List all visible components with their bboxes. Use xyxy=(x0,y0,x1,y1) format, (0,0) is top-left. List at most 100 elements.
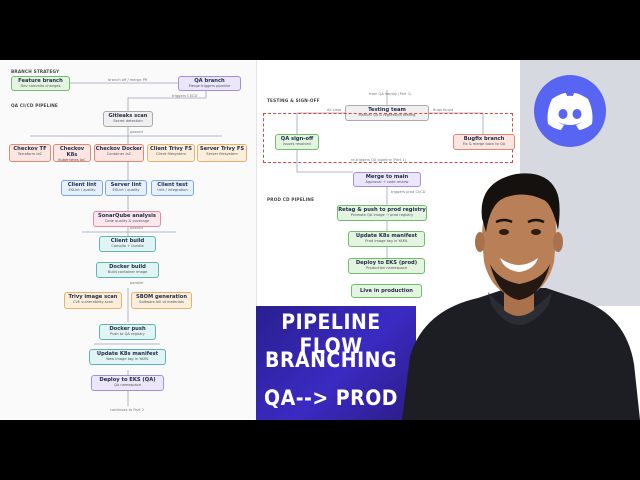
node-title: Update K8s manifest xyxy=(96,351,159,357)
node-title: Bugfix branch xyxy=(463,136,505,142)
banner-line-1: PIPELINE FLOW xyxy=(281,310,381,358)
node-sub: ESLint / quality xyxy=(68,188,96,192)
node-sub: Merge triggers pipeline xyxy=(188,84,231,88)
node-title: Retag & push to prod registry xyxy=(338,207,426,213)
section-qa-pipeline: QA CI/CD PIPELINE xyxy=(11,103,58,108)
node-sub: New image tag in YAML xyxy=(106,357,149,361)
retag-node: Retag & push to prod registry Promote QA… xyxy=(337,205,427,221)
docker-push-node: Docker push Push to QA registry xyxy=(99,324,156,340)
node-title: Checkov Docker xyxy=(95,146,143,152)
prod-pipeline-diagram: from QA deploy (Part 1) TESTING & SIGN-O… xyxy=(257,60,520,306)
node-sub: Prod image tag in YAML xyxy=(365,239,408,243)
node-sub: Container IaC xyxy=(106,152,132,156)
node-sub: Fix & merge back to QA xyxy=(462,142,506,146)
update-k8s-prod-node: Update K8s manifest Prod image tag in YA… xyxy=(348,231,425,247)
node-title: Deploy to EKS (prod) xyxy=(355,260,418,266)
node-title: Client lint xyxy=(67,182,97,188)
deploy-prod-node: Deploy to EKS (prod) Production namespac… xyxy=(348,258,425,274)
checkov-k8s-node: Checkov K8s Kubernetes IaC xyxy=(53,144,91,162)
from-qa-label: from QA deploy (Part 1) xyxy=(369,92,412,96)
edge-label-all-clear: All clear xyxy=(327,108,342,112)
node-title: Testing team xyxy=(368,107,406,113)
footer-continues: continues to Part 2 xyxy=(110,408,144,412)
node-sub: Server filesystem xyxy=(206,152,238,156)
node-title: Client Trivy FS xyxy=(149,146,192,152)
edge-label-parallel: parallel xyxy=(130,281,144,285)
node-sub: CVE vulnerability scan xyxy=(72,300,114,304)
client-trivy-node: Client Trivy FS Client filesystem xyxy=(147,144,195,162)
sonarqube-node: SonarQube analysis Code quality & covera… xyxy=(93,211,161,227)
node-sub: Dev commits changes xyxy=(20,84,61,88)
presenter-photo xyxy=(396,160,640,420)
node-sub: Compile + bundle xyxy=(111,244,144,248)
edge-label-trigger: triggers CI/CD xyxy=(172,94,198,98)
section-prod-pipeline: PROD CD PIPELINE xyxy=(267,197,315,202)
node-title: Live in production xyxy=(360,288,413,294)
node-title: SonarQube analysis xyxy=(98,213,156,219)
node-title: Docker build xyxy=(109,264,146,270)
node-sub: Push to QA registry xyxy=(110,332,145,336)
node-title: Client build xyxy=(110,238,145,244)
edge-label-merge: branch off / merge PR xyxy=(108,78,148,82)
node-sub: Build container image xyxy=(107,270,148,274)
node-title: Merge to main xyxy=(365,174,409,180)
edge-label-retrigger: re-triggers QA pipeline (Part 1) xyxy=(351,158,407,162)
node-sub: Client filesystem xyxy=(155,152,186,156)
edge-label-passed: passed xyxy=(130,130,143,134)
qa-signoff-node: QA sign-off Issues resolved xyxy=(275,134,319,150)
edge-label-triggers-prod: triggers prod CI/CD xyxy=(391,190,426,194)
sbom-node: SBOM generation Software bill of materia… xyxy=(131,292,192,309)
banner-line-2: BRANCHING xyxy=(265,348,397,372)
banner-line-3: QA--> PROD xyxy=(264,386,398,410)
node-sub: Issues resolved xyxy=(283,142,311,146)
node-sub: Software bill of materials xyxy=(139,300,184,304)
docker-build-node: Docker build Build container image xyxy=(96,262,159,278)
node-sub: Promote QA image → prod registry xyxy=(350,213,414,217)
gitleaks-node: Gitleaks scan Secret detection xyxy=(103,111,153,127)
section-branch-strategy: BRANCH STRATEGY xyxy=(11,69,60,74)
node-title: Feature branch xyxy=(18,78,63,84)
section-testing-signoff: TESTING & SIGN-OFF xyxy=(267,98,320,103)
checkov-tf-node: Checkov TF Terraform IaC xyxy=(9,144,51,162)
node-title: QA branch xyxy=(194,78,225,84)
edge-label-passed-2: passed xyxy=(130,226,143,230)
merge-main-node: Merge to main Approval + code review xyxy=(353,172,421,187)
server-trivy-node: Server Trivy FS Server filesystem xyxy=(197,144,247,162)
client-lint-node: Client lint ESLint / quality xyxy=(61,180,103,196)
node-title: Trivy image scan xyxy=(68,294,118,300)
qa-pipeline-diagram: BRANCH STRATEGY Feature branch Dev commi… xyxy=(0,60,257,420)
live-prod-node: Live in production xyxy=(351,284,422,298)
node-title: SBOM generation xyxy=(135,294,188,300)
node-title: Docker push xyxy=(109,326,146,332)
node-title: Update K8s manifest xyxy=(355,233,418,239)
deploy-qa-node: Deploy to EKS (QA) QA namespace xyxy=(91,375,164,391)
client-build-node: Client build Compile + bundle xyxy=(99,236,156,252)
update-k8s-node: Update K8s manifest New image tag in YAM… xyxy=(89,349,166,365)
trivy-image-node: Trivy image scan CVE vulnerability scan xyxy=(64,292,122,309)
server-lint-node: Server lint ESLint / quality xyxy=(105,180,147,196)
checkov-docker-node: Checkov Docker Container IaC xyxy=(94,144,144,162)
node-title: Checkov TF xyxy=(13,146,47,152)
node-title: Deploy to EKS (QA) xyxy=(99,377,156,383)
qa-branch-node: QA branch Merge triggers pipeline xyxy=(178,76,241,91)
node-title: Server Trivy FS xyxy=(199,146,245,152)
node-title: Server lint xyxy=(110,182,142,188)
node-sub: Terraform IaC xyxy=(17,152,43,156)
node-title: QA sign-off xyxy=(280,136,314,142)
node-sub: Approval + code review xyxy=(365,180,409,184)
node-title: Gitleaks scan xyxy=(108,113,148,119)
bugfix-node: Bugfix branch Fix & merge back to QA xyxy=(453,134,515,150)
node-sub: Unit / integration xyxy=(157,188,188,192)
node-sub: ESLint / quality xyxy=(112,188,140,192)
node-title: Checkov K8s xyxy=(59,146,85,158)
node-sub: Production namespace xyxy=(366,266,407,270)
title-banner xyxy=(256,306,416,420)
discord-logo-icon xyxy=(534,75,606,147)
node-sub: Secret detection xyxy=(113,119,143,123)
node-sub: Code quality & coverage xyxy=(104,219,150,223)
edge-label-bugs: Bugs found xyxy=(433,108,454,112)
node-title: Client test xyxy=(157,182,188,188)
feature-branch-node: Feature branch Dev commits changes xyxy=(11,76,70,91)
node-sub: Manual QA & regression testing xyxy=(358,113,416,117)
thumbnail-frame: BRANCH STRATEGY Feature branch Dev commi… xyxy=(0,60,640,420)
